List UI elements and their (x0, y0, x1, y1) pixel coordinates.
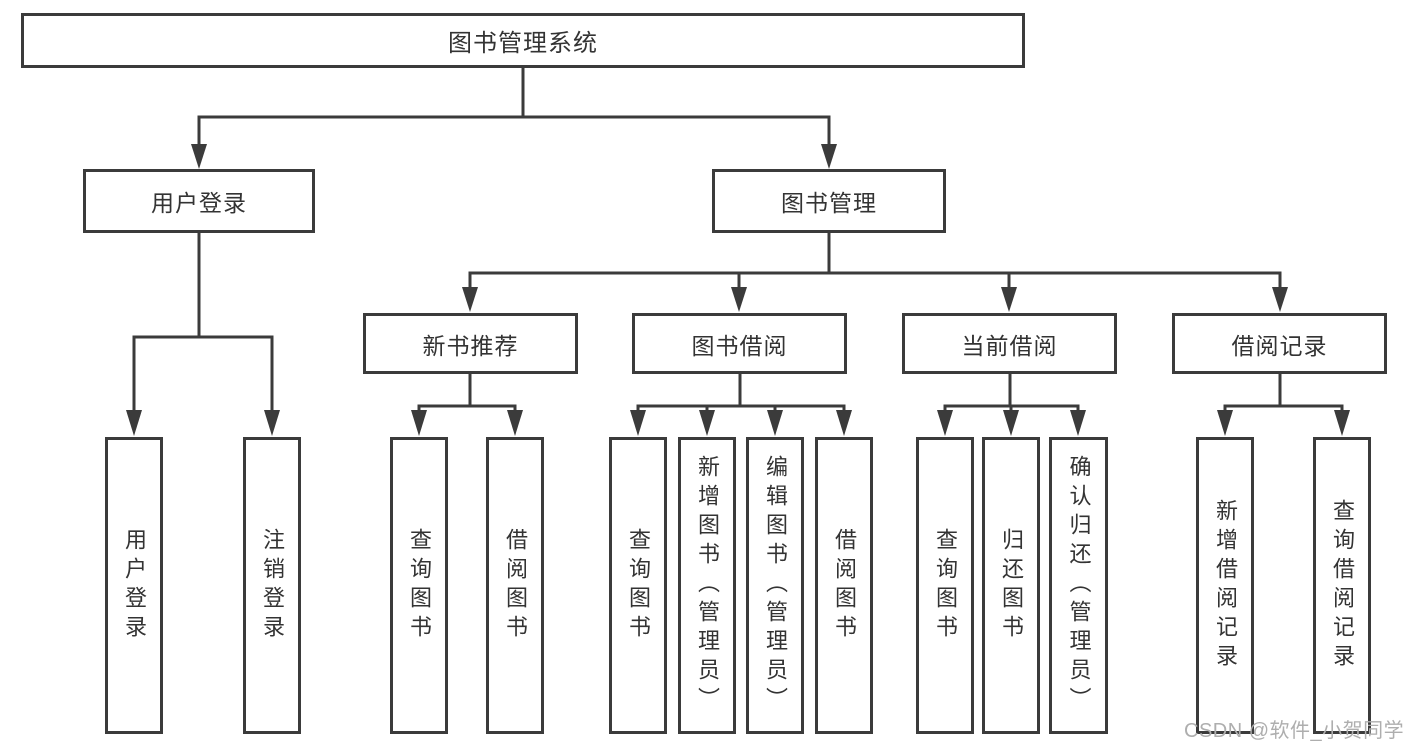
leaf-borrow-books-recommend-label: 借阅图书 (503, 527, 528, 644)
node-current-borrow-label: 当前借阅 (961, 332, 1058, 359)
leaf-query-books-recommend-label: 查询图书 (407, 527, 432, 644)
node-user-login-label: 用户登录 (151, 190, 247, 216)
leaf-edit-book-admin: 编辑图书（管理员） (746, 437, 804, 734)
leaf-confirm-return-admin-label: 确认归还（管理员） (1066, 455, 1092, 716)
watermark-text: CSDN @软件_小贺同学 (1184, 720, 1405, 742)
leaf-add-borrow-record: 新增借阅记录 (1196, 437, 1254, 734)
leaf-logout: 注销登录 (243, 437, 301, 734)
leaf-borrow-books: 借阅图书 (815, 437, 873, 734)
leaf-return-book-label: 归还图书 (999, 527, 1024, 644)
leaf-add-book-admin-label: 新增图书（管理员） (695, 455, 720, 716)
node-new-book-recommend-label: 新书推荐 (422, 332, 519, 359)
leaf-add-book-admin: 新增图书（管理员） (678, 437, 736, 734)
leaf-query-books-current-label: 查询图书 (933, 527, 958, 644)
node-book-management: 图书管理 (712, 169, 946, 233)
node-borrow-record-label: 借阅记录 (1231, 332, 1328, 359)
node-root-label: 图书管理系统 (448, 30, 598, 57)
leaf-query-books-current: 查询图书 (916, 437, 974, 734)
leaf-query-books-borrow-label: 查询图书 (626, 527, 651, 644)
node-borrow-record: 借阅记录 (1172, 313, 1387, 374)
node-new-book-recommend: 新书推荐 (363, 313, 578, 374)
node-user-login: 用户登录 (83, 169, 315, 233)
leaf-add-borrow-record-label: 新增借阅记录 (1213, 498, 1238, 673)
node-book-management-label: 图书管理 (781, 190, 877, 216)
arrowheads (126, 144, 1350, 436)
leaf-query-borrow-record-label: 查询借阅记录 (1330, 498, 1355, 673)
leaf-borrow-books-recommend: 借阅图书 (486, 437, 544, 734)
leaf-query-books-recommend: 查询图书 (390, 437, 448, 734)
leaf-query-borrow-record: 查询借阅记录 (1313, 437, 1371, 734)
leaf-return-book: 归还图书 (982, 437, 1040, 734)
node-book-borrow: 图书借阅 (632, 313, 847, 374)
leaf-user-login: 用户登录 (105, 437, 163, 734)
node-root: 图书管理系统 (21, 13, 1025, 68)
leaf-user-login-label: 用户登录 (122, 527, 147, 644)
leaf-edit-book-admin-label: 编辑图书（管理员） (763, 455, 788, 716)
node-book-borrow-label: 图书借阅 (691, 332, 788, 359)
leaf-logout-label: 注销登录 (260, 527, 285, 644)
leaf-query-books-borrow: 查询图书 (609, 437, 667, 734)
leaf-confirm-return-admin: 确认归还（管理员） (1049, 437, 1108, 734)
node-current-borrow: 当前借阅 (902, 313, 1117, 374)
leaf-borrow-books-label: 借阅图书 (832, 527, 857, 644)
